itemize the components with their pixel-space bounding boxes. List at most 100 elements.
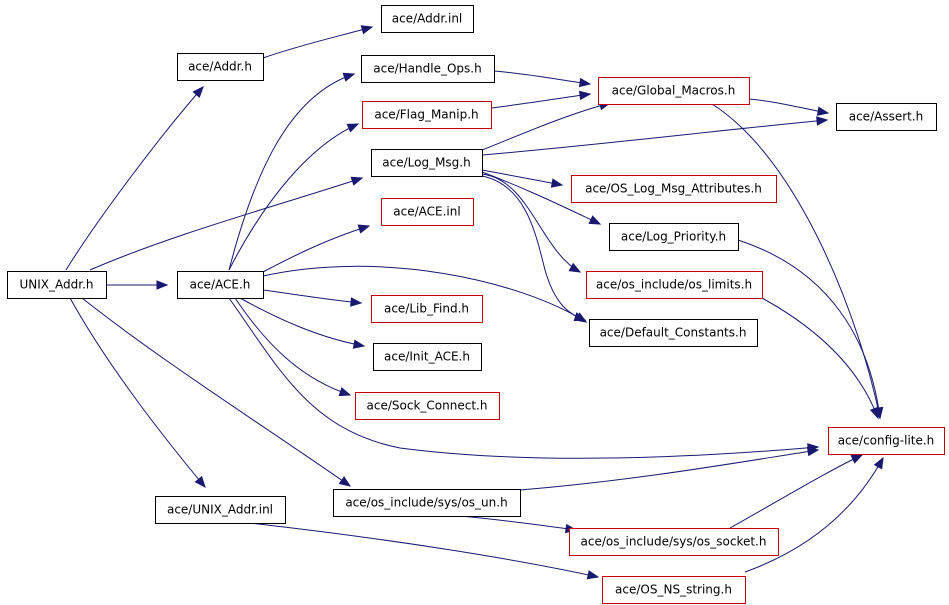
node-label: ace/ACE.h [190, 278, 251, 292]
node-box [598, 77, 750, 105]
node-label: ace/os_include/os_limits.h [596, 278, 752, 292]
edge-ace_h-to-handle_ops_h [228, 73, 355, 271]
edge-ace_h-to-init_ace_h [239, 297, 365, 347]
arrowhead-icon [342, 72, 356, 82]
edge-log_msg_h-to-default_constants_h [481, 175, 586, 321]
node-label: ace/Addr.inl [392, 12, 463, 26]
node-box [155, 496, 286, 524]
node-box [362, 101, 492, 129]
edge-unix_addr_h-to-addr_h [65, 86, 204, 271]
node-handle_ops_h[interactable]: ace/Handle_Ops.h [361, 55, 495, 83]
node-lib_find_h[interactable]: ace/Lib_Find.h [371, 295, 483, 323]
node-unix_addr_h[interactable]: UNIX_Addr.h [7, 271, 107, 299]
arrowhead-icon [550, 178, 564, 188]
node-box [589, 319, 758, 347]
node-label: ace/OS_NS_string.h [615, 583, 732, 597]
edge-log_msg_h-to-os_limits_h [481, 173, 581, 273]
node-flag_manip_h[interactable]: ace/Flag_Manip.h [362, 101, 492, 129]
edge-ace_h-to-default_constants_h [262, 265, 587, 323]
node-box [828, 427, 945, 455]
node-box [609, 223, 739, 251]
node-os_ns_string_h[interactable]: ace/OS_NS_string.h [602, 576, 746, 604]
arrowhead-icon [352, 339, 366, 349]
node-label: ace/Assert.h [849, 110, 924, 124]
node-addr_h[interactable]: ace/Addr.h [177, 53, 264, 81]
node-label: UNIX_Addr.h [19, 278, 93, 292]
node-box [571, 175, 777, 203]
node-label: ace/os_include/sys/os_un.h [345, 496, 507, 510]
edge-os_limits_h-to-config_lite_h [761, 297, 879, 419]
arrowhead-icon [346, 123, 360, 133]
node-box [177, 53, 264, 81]
arrowhead-icon [192, 85, 204, 99]
node-log_priority_h[interactable]: ace/Log_Priority.h [609, 223, 739, 251]
node-label: ace/UNIX_Addr.inl [167, 503, 273, 517]
node-config_lite_h[interactable]: ace/config-lite.h [828, 427, 945, 455]
node-box [7, 271, 107, 299]
node-os_un_h[interactable]: ace/os_include/sys/os_un.h [333, 489, 521, 517]
node-box [381, 5, 474, 33]
node-label: ace/Init_ACE.h [384, 350, 470, 364]
node-label: ace/OS_Log_Msg_Attributes.h [585, 182, 762, 196]
arrowhead-icon [338, 387, 352, 397]
arrowhead-icon [360, 25, 374, 35]
arrowhead-icon [816, 106, 830, 116]
node-box [333, 489, 521, 517]
edge-log_msg_h-to-assert_h [481, 119, 828, 156]
edge-os_un_h-to-os_socket_h [459, 515, 577, 531]
edge-os_un_h-to-config_lite_h [519, 449, 819, 491]
node-assert_h[interactable]: ace/Assert.h [836, 103, 937, 131]
arrowhead-icon [578, 77, 592, 88]
node-label: ace/Sock_Connect.h [367, 399, 488, 413]
edge-unix_addr_h-to-os_un_h [81, 297, 351, 487]
edge-ace_h-to-config_lite_h [228, 297, 819, 459]
node-default_constants_h[interactable]: ace/Default_Constants.h [589, 319, 758, 347]
node-box [381, 198, 474, 226]
node-box [569, 528, 779, 556]
node-label: ace/Log_Priority.h [621, 230, 726, 244]
node-box [586, 271, 763, 299]
edge-log_msg_h-to-log_priority_h [481, 171, 601, 225]
edge-log_msg_h-to-global_macros_h [481, 102, 611, 151]
node-box [836, 103, 937, 131]
node-sock_connect_h[interactable]: ace/Sock_Connect.h [355, 392, 500, 420]
node-box [361, 55, 495, 83]
arrowhead-icon [586, 570, 600, 580]
edge-flag_manip_h-to-global_macros_h [490, 93, 591, 109]
node-label: ace/config-lite.h [838, 434, 935, 448]
node-ace_inl[interactable]: ace/ACE.inl [381, 198, 474, 226]
node-label: ace/os_include/sys/os_socket.h [581, 535, 767, 549]
arrowhead-icon [816, 116, 829, 126]
node-addr_inl[interactable]: ace/Addr.inl [381, 5, 474, 33]
node-box [371, 295, 483, 323]
node-global_macros_h[interactable]: ace/Global_Macros.h [598, 77, 750, 105]
edge-os_ns_string_h-to-config_lite_h [744, 457, 884, 573]
edge-unix_addr_h-to-unix_addr_inl [69, 297, 206, 488]
edge-unix_addr_h-to-log_msg_h [89, 177, 363, 271]
node-label: ace/Flag_Manip.h [374, 108, 478, 122]
node-box [371, 149, 483, 177]
edge-unix_addr_inl-to-os_ns_string_h [249, 522, 599, 578]
arrowhead-icon [568, 262, 582, 273]
edge-ace_h-to-lib_find_h [262, 289, 362, 304]
arrowhead-icon [869, 406, 879, 420]
node-os_socket_h[interactable]: ace/os_include/sys/os_socket.h [569, 528, 779, 556]
node-label: ace/ACE.inl [393, 205, 460, 219]
edge-ace_h-to-flag_manip_h [228, 123, 359, 271]
arrowhead-icon [873, 456, 884, 470]
node-init_ace_h[interactable]: ace/Init_ACE.h [373, 343, 482, 371]
node-ace_h[interactable]: ace/ACE.h [177, 271, 264, 299]
node-box [373, 343, 482, 371]
edge-handle_ops_h-to-global_macros_h [493, 70, 591, 85]
node-log_msg_h[interactable]: ace/Log_Msg.h [371, 149, 483, 177]
arrowhead-icon [588, 215, 602, 225]
node-os_log_msg_attr_h[interactable]: ace/OS_Log_Msg_Attributes.h [571, 175, 777, 203]
node-label: ace/Lib_Find.h [384, 302, 469, 316]
arrowhead-icon [573, 312, 587, 322]
node-unix_addr_inl[interactable]: ace/UNIX_Addr.inl [155, 496, 286, 524]
node-label: ace/Addr.h [188, 60, 252, 74]
node-os_limits_h[interactable]: ace/os_include/os_limits.h [586, 271, 763, 299]
edge-ace_h-to-sock_connect_h [234, 297, 351, 396]
